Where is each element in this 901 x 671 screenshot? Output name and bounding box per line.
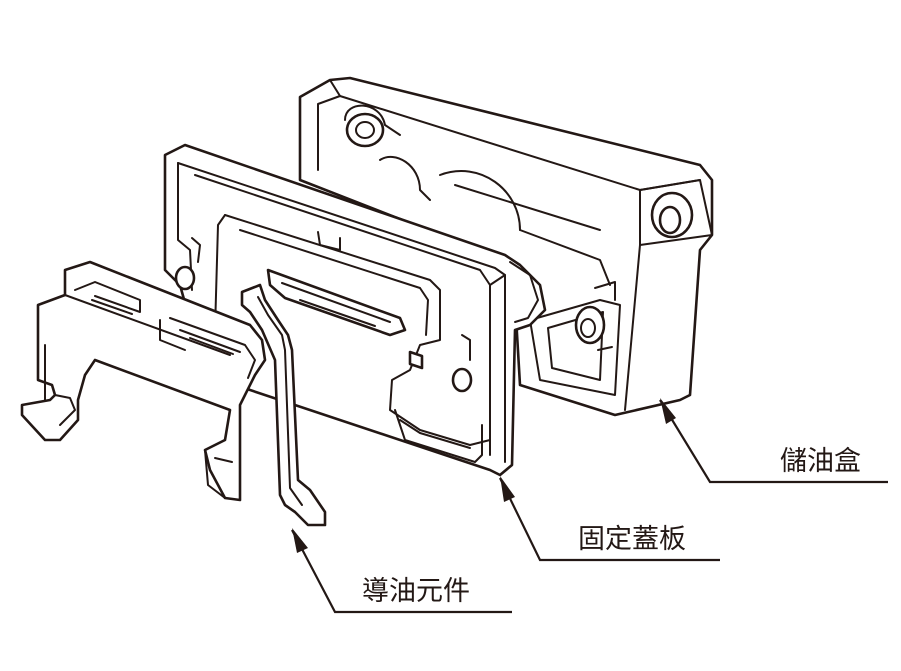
label-oil-guide: 導油元件	[362, 576, 470, 607]
arrowhead-icon	[292, 528, 308, 553]
arrowhead-icon	[500, 476, 515, 502]
arrowhead-icon	[660, 398, 676, 424]
callout-oil-guide: 導油元件	[291, 528, 512, 614]
oil-storage-box	[298, 76, 714, 417]
callout-fixed-cover: 固定蓋板	[499, 476, 720, 562]
front-bracket	[20, 260, 267, 502]
label-fixed-cover: 固定蓋板	[578, 524, 686, 555]
oil-guide-element	[240, 268, 407, 527]
callout-oil-box: 儲油盒	[659, 398, 888, 484]
label-oil-box: 儲油盒	[780, 446, 861, 477]
